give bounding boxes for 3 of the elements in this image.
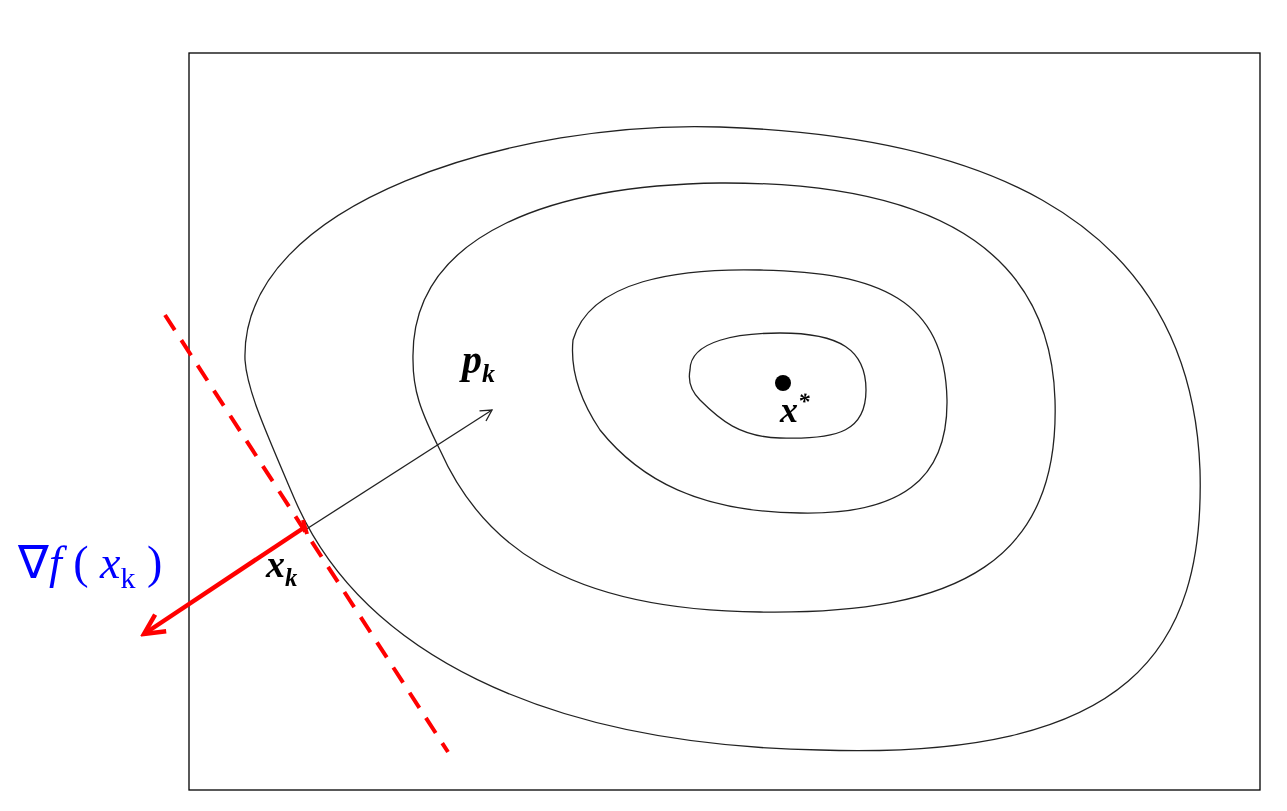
point-label: x$_{k}$ [266, 545, 298, 591]
gradient-label: ∇f ( x$_{k}$ ) [18, 540, 163, 594]
point-label: x$^{*}$ [780, 390, 810, 428]
